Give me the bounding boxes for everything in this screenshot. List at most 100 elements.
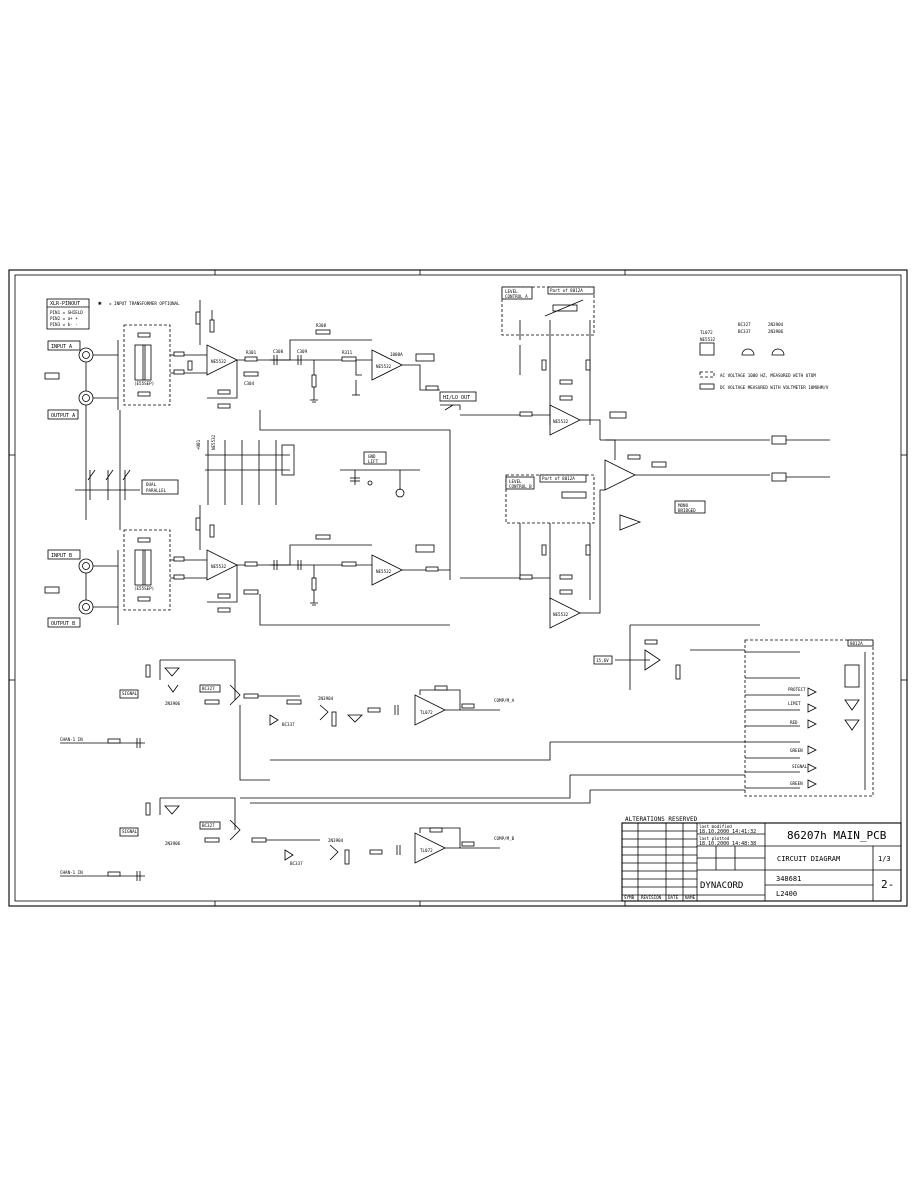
svg-text:R308: R308 [316,323,327,328]
svg-text:2N3906: 2N3906 [768,329,784,334]
svg-text:NE5532: NE5532 [376,364,392,369]
opamp-lca-icon [549,404,581,436]
last-modified-date: 18.10.2000 14:41:32 [699,829,756,835]
output-b-label: OUTPUT B [51,621,75,627]
hi-lo-out-label: HI/LO OUT [443,395,470,401]
level-control-b: LEVEL CONTROL B Part of 8012A NE5532 [460,474,601,629]
power-decoupling-block: +U01 NE5532 [196,434,295,505]
xlr-input-a-icon [78,347,94,363]
led-signal-a-icon [807,745,817,755]
transformer-b-outline [123,529,171,611]
svg-text:2N3904: 2N3904 [318,696,334,701]
svg-text:SIGNAL: SIGNAL [122,829,138,834]
svg-text:TL072: TL072 [700,330,713,335]
limiter-b-section: SIGNAL 2N3906 BC327 BC337 2N3904 TL072 C… [60,797,515,881]
model-name: L2400 [776,890,797,898]
ac-note: AC VOLTAGE 1000 HZ, MEASURED WITH UTUM [720,373,816,378]
transformer-a-outline [123,324,171,406]
svg-text:BC337: BC337 [738,329,751,334]
svg-text:TL072: TL072 [420,710,433,715]
svg-text:C304: C304 [244,381,255,386]
svg-text:CONTROL B: CONTROL B [509,484,532,489]
col-date: DATE [668,895,679,900]
svg-text:R301: R301 [246,350,257,355]
opamp-b2-icon [371,554,403,586]
svg-text:✱: ✱ [97,300,102,307]
alterations-reserved: ALTERATIONS RESERVED [625,816,698,823]
svg-text:BC327: BC327 [202,823,215,828]
led-signal-b-icon [807,763,817,773]
potentiometer-b-icon [561,491,587,499]
green-label-2: GREEN [790,781,803,786]
xlr-pinout-box: XLR-PINOUT PIN1 = SHIELD PIN2 = a+ + PIN… [46,298,180,330]
svg-text:MONO: MONO [678,503,689,508]
transformer-note: = INPUT TRANSFORMER OPTIONAL [109,301,180,306]
opamp-a1-icon [206,344,238,376]
pinout-pin2: PIN2 = a+ + [50,316,78,321]
svg-text:GND: GND [368,454,376,459]
channel-b-input-stage: INPUT B OUTPUT B (E55SEP) NE5532 [44,505,450,628]
pinout-title: XLR-PINOUT [50,301,80,307]
dual-parallel-line1: DUAL [146,482,157,487]
opamp-a2-icon [371,349,403,381]
input-b-label: INPUT B [51,553,72,559]
last-modified-label: last modified [699,824,732,829]
col-symbol: SYMB [624,895,635,900]
led-green-icon [807,779,817,789]
svg-text:NE5532: NE5532 [553,612,569,617]
xlr-output-b-icon [78,599,94,615]
svg-text:C308: C308 [273,349,284,354]
level-control-a: LEVEL CONTROL A Part of 8012A NE5532 [460,286,601,440]
green-label: GREEN [790,748,803,753]
svg-text:NE5532: NE5532 [211,564,227,569]
revision-mark: 2- [881,878,894,891]
opamp-lim-a-icon [414,694,446,726]
led-indicator-section: 8012A 15,6V PROTECT LIMIT RED GREEN GREE… [240,624,874,804]
svg-text:8012A: 8012A [850,641,863,646]
svg-text:NE5532: NE5532 [700,337,716,342]
svg-text:NE5532: NE5532 [211,359,227,364]
channel-b-filter-stage: NE5532 [270,534,450,606]
svg-text:2N3904: 2N3904 [328,838,344,843]
svg-text:C309: C309 [297,349,308,354]
led-limit-b-icon [807,719,817,729]
drawing-frame [8,269,908,907]
signal-label: SIGNAL [792,764,808,769]
opamp-mono-icon [604,459,636,491]
title-block: ALTERATIONS RESERVED last modified 18.10… [621,816,902,902]
opamp-lim-b-icon [414,832,446,864]
part-of-8012a-a: Part of 8012A [550,288,583,293]
document-title: CIRCUIT DIAGRAM [777,855,840,863]
svg-text:TL072: TL072 [420,848,433,853]
svg-text:+U01: +U01 [196,439,201,450]
sheet-number: 1/3 [878,855,891,863]
svg-text:R311: R311 [342,350,353,355]
pinout-pin1: PIN1 = SHIELD [50,310,83,315]
protect-label: PROTECT [788,687,806,692]
svg-text:1008A: 1008A [390,352,403,357]
gnd-lift-block: GND LIFT [340,451,420,498]
svg-text:(E55SEP): (E55SEP) [134,381,154,386]
channel-a-input-stage: INPUT A OUTPUT A (E55SEP) NE5532 R301 C3… [44,300,290,420]
last-plotted-date: 18.10.2000 14:48:38 [699,841,756,847]
transistor-legend: TL072 NE5532 BC327 BC337 2N3904 2N3906 A… [699,322,829,390]
drawing-number: 348681 [776,875,801,883]
xlr-output-a-icon [78,390,94,406]
chassis-ground-icon [395,488,405,498]
opamp-b1-icon [206,549,238,581]
company-name: DYNACORD [700,881,743,891]
opamp-lcb-icon [549,597,581,629]
svg-text:(E55SEP): (E55SEP) [134,586,154,591]
project-title: 86207h MAIN_PCB [787,829,887,842]
svg-text:NE5532: NE5532 [376,569,392,574]
part-of-8012a-b: Part of 8012A [542,476,575,481]
pinout-pin3: PIN3 = b- - [50,322,78,327]
col-revision: REVISION [641,895,662,900]
svg-text:2N3904: 2N3904 [768,322,784,327]
mono-bridged-block: MONO BRIDGED [599,411,830,560]
dual-parallel-line2: PARALLEL [146,488,167,493]
svg-text:COMP/M_B: COMP/M_B [494,836,515,841]
svg-text:NE5532: NE5532 [211,434,216,450]
